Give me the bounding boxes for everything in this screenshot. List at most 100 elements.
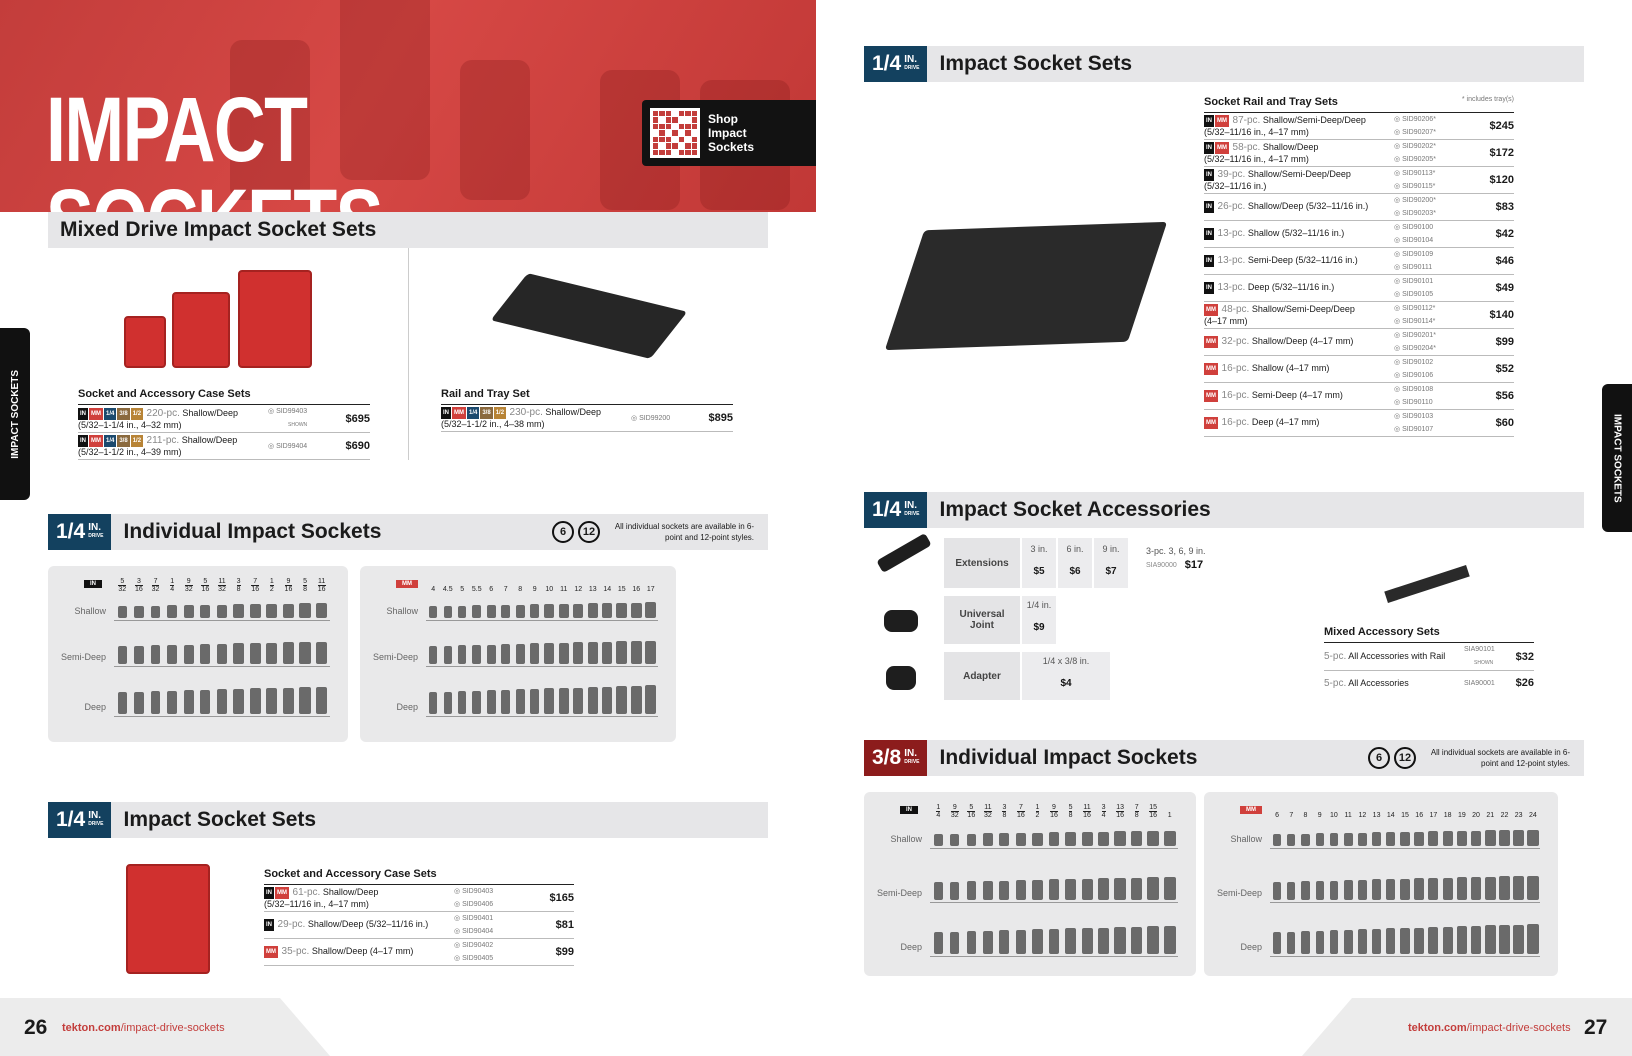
footer-url-left[interactable]: tekton.com/impact-drive-sockets [62,1022,225,1034]
side-tab-label: IMPACT SOCKETS [9,369,21,459]
row-label: Shallow [890,834,922,844]
size-label: 8 [1303,812,1308,819]
row-sku: SID90103 [1402,413,1434,420]
socket-mark [1098,878,1110,900]
socket-mark [1065,879,1076,900]
socket-mark [1329,930,1339,954]
socket-mark [282,603,295,618]
socket-mark [486,690,496,714]
row-desc: Shallow/Deep [322,887,379,898]
badge-in: IN [441,407,451,419]
mixed-accessory-table: Mixed Accessory Sets 5-pc. All Accessori… [1324,626,1534,695]
socket-mark [1315,880,1324,900]
socket-mark [458,605,467,618]
socket-mark [1357,929,1367,954]
row-desc: All Accessories with Rail [1348,651,1446,661]
footer-url-right[interactable]: tekton.com/impact-drive-sockets [1408,1022,1571,1034]
socket-mark [472,644,482,664]
adapter-size: 1/4 x 3/8 in. [1042,656,1090,666]
socket-mark [1442,877,1453,900]
socket-mark [1527,875,1539,900]
drive-size: 1/4 [56,808,86,831]
table-row: IN 29-pc. Shallow/Deep (5/32–11/16 in.)◎… [264,912,574,939]
side-tab-left: IMPACT SOCKETS [0,328,30,500]
six-label: 6 [559,526,567,538]
socket-mark [1015,929,1026,954]
ext-set-sku: SIA90000 [1146,561,1177,569]
table-row: IN 13-pc. Semi-Deep (5/32–11/16 in.)◎ SI… [1204,248,1514,275]
row-desc: Shallow/Deep [545,407,601,418]
adapter-label: Adapter [963,670,1001,682]
drive-size: 3/8 [872,746,902,769]
size-label: 5.5 [471,586,482,593]
badge-quarter: 1/4 [104,435,117,447]
socket-mark [1315,833,1324,846]
size-label: 10 [545,586,554,593]
ext-price: $7 [1105,566,1117,577]
socket-mark [1470,925,1482,954]
piece-count: 13-pc. [1217,282,1246,294]
piece-count: 16-pc. [1221,417,1250,429]
extensions-grid: 3 in. 6 in. 9 in. [1022,538,1128,588]
size-label: 17 [646,586,655,593]
socket-mark [544,604,555,618]
row-sub: (5/32–11/16 in., 4–17 mm) [264,899,369,909]
socket-mark [458,645,467,664]
socket-mark [183,690,194,714]
socket-mark [616,602,628,618]
socket-mark [1400,878,1410,900]
row-desc: Shallow/Semi-Deep/Deep [1262,115,1366,126]
socket-mark [1442,831,1453,846]
socket-mark [1015,880,1026,900]
socket-mark [183,605,194,618]
table-row: MM 32-pc. Shallow/Deep (4–17 mm)◎ SID902… [1204,329,1514,356]
size-label: 9 [532,586,537,593]
piece-count: 16-pc. [1221,390,1250,402]
styles-note: All individual sockets are available in … [614,522,754,542]
row-sub: (5/32–1-1/2 in., 4–38 mm) [441,419,545,429]
socket-mark [1287,931,1296,954]
size-label: 13 [588,586,597,593]
socket-mark [249,688,261,714]
shown-tag: SHOWN [1474,660,1494,666]
socket-mark [443,605,452,618]
adapter-price: $4 [1060,678,1072,689]
socket-mark [1414,927,1425,954]
badge-in: IN [1204,201,1214,213]
socket-mark [1513,875,1525,900]
socket-mark [1527,924,1539,954]
side-tab-label: IMPACT SOCKETS [1611,413,1623,503]
row-price: $690 [345,440,370,452]
url-path: /impact-drive-sockets [120,1022,225,1034]
socket-mark [587,642,598,664]
badge-in: IN [1204,282,1214,294]
row-sku: SID90206* [1402,116,1436,123]
row-price: $56 [1495,390,1514,402]
row-label: Shallow [74,606,106,616]
socket-mark [1386,879,1396,900]
socket-mark [530,643,540,664]
twelve-label: 12 [582,526,596,538]
shop-qr-link[interactable]: Shop Impact Sockets [642,100,816,166]
badge-mm: MM [1240,806,1262,814]
socket-mark [602,686,613,714]
row-sku: SID90204* [1402,345,1436,352]
socket-mark [573,603,584,618]
socket-mark [1287,833,1296,846]
socket-mark [282,642,295,664]
socket-mark [983,880,993,900]
row-baseline [114,620,330,621]
row-desc: Shallow/Deep (4–17 mm) [1251,336,1354,347]
socket-mark [1065,928,1076,954]
socket-mark [933,932,943,954]
